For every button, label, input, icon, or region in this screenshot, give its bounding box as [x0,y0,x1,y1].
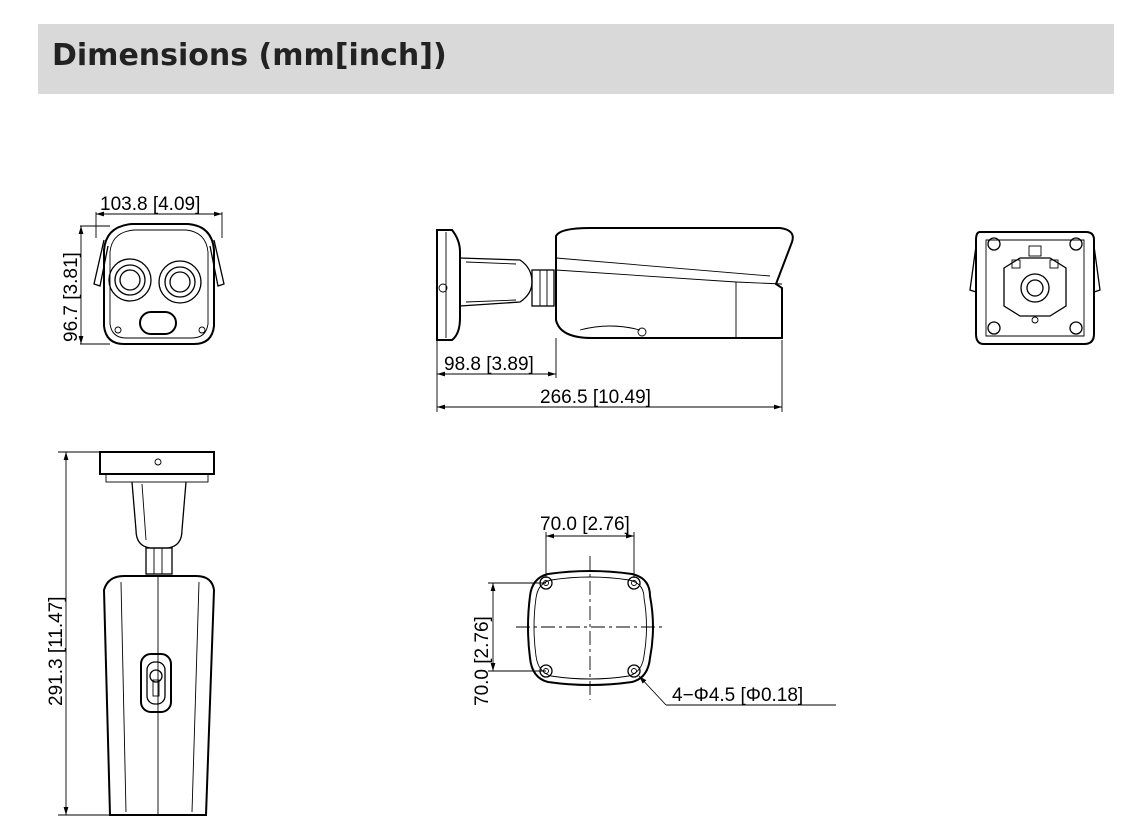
hole-spacing-y-label: 70.0 [2.76] [472,616,493,706]
camera-body-outline [555,227,794,339]
connector-icon [140,653,172,713]
mount-base: 70.0 [2.76] 70.0 [2.76] 4−Φ4.5 [Φ0.18] [472,514,836,706]
hole-spacing-x-label: 70.0 [2.76] [540,514,630,535]
front-width-label: 103.8 [4.09] [100,194,200,215]
front-height-label: 96.7 [3.81] [61,252,82,342]
rear-joint-icon [1020,273,1050,303]
rear-body-outline [975,231,1095,345]
lens-right-icon [158,260,202,304]
mount-depth-label: 98.8 [3.89] [444,354,534,375]
ir-window-icon [139,311,177,335]
lens-left-icon [108,258,152,302]
mount-hole-icon [539,576,641,678]
title-band: Dimensions (mm[inch]) [38,24,1114,94]
mount-plate-outline [527,570,654,686]
rear-view [969,231,1101,345]
front-body-outline [103,223,215,345]
mount-arm [459,257,533,307]
hole-spec-leader [638,675,667,706]
top-arm [131,481,187,549]
total-length-label: 266.5 [10.49] [540,387,651,408]
front-view: 103.8 [4.09] 96.7 [3.81] [61,194,225,345]
top-wall-plate [99,451,215,475]
top-body-outline [102,575,216,816]
top-length-label: 291.3 [11.47] [46,596,67,706]
page-title: Dimensions (mm[inch]) [52,38,447,73]
hole-spec-label: 4−Φ4.5 [Φ0.18] [672,685,803,706]
top-view: 291.3 [11.47] [46,451,216,816]
wall-plate [436,229,461,341]
mount-joint [531,269,555,307]
side-view: 98.8 [3.89] 266.5 [10.49] [436,227,794,412]
